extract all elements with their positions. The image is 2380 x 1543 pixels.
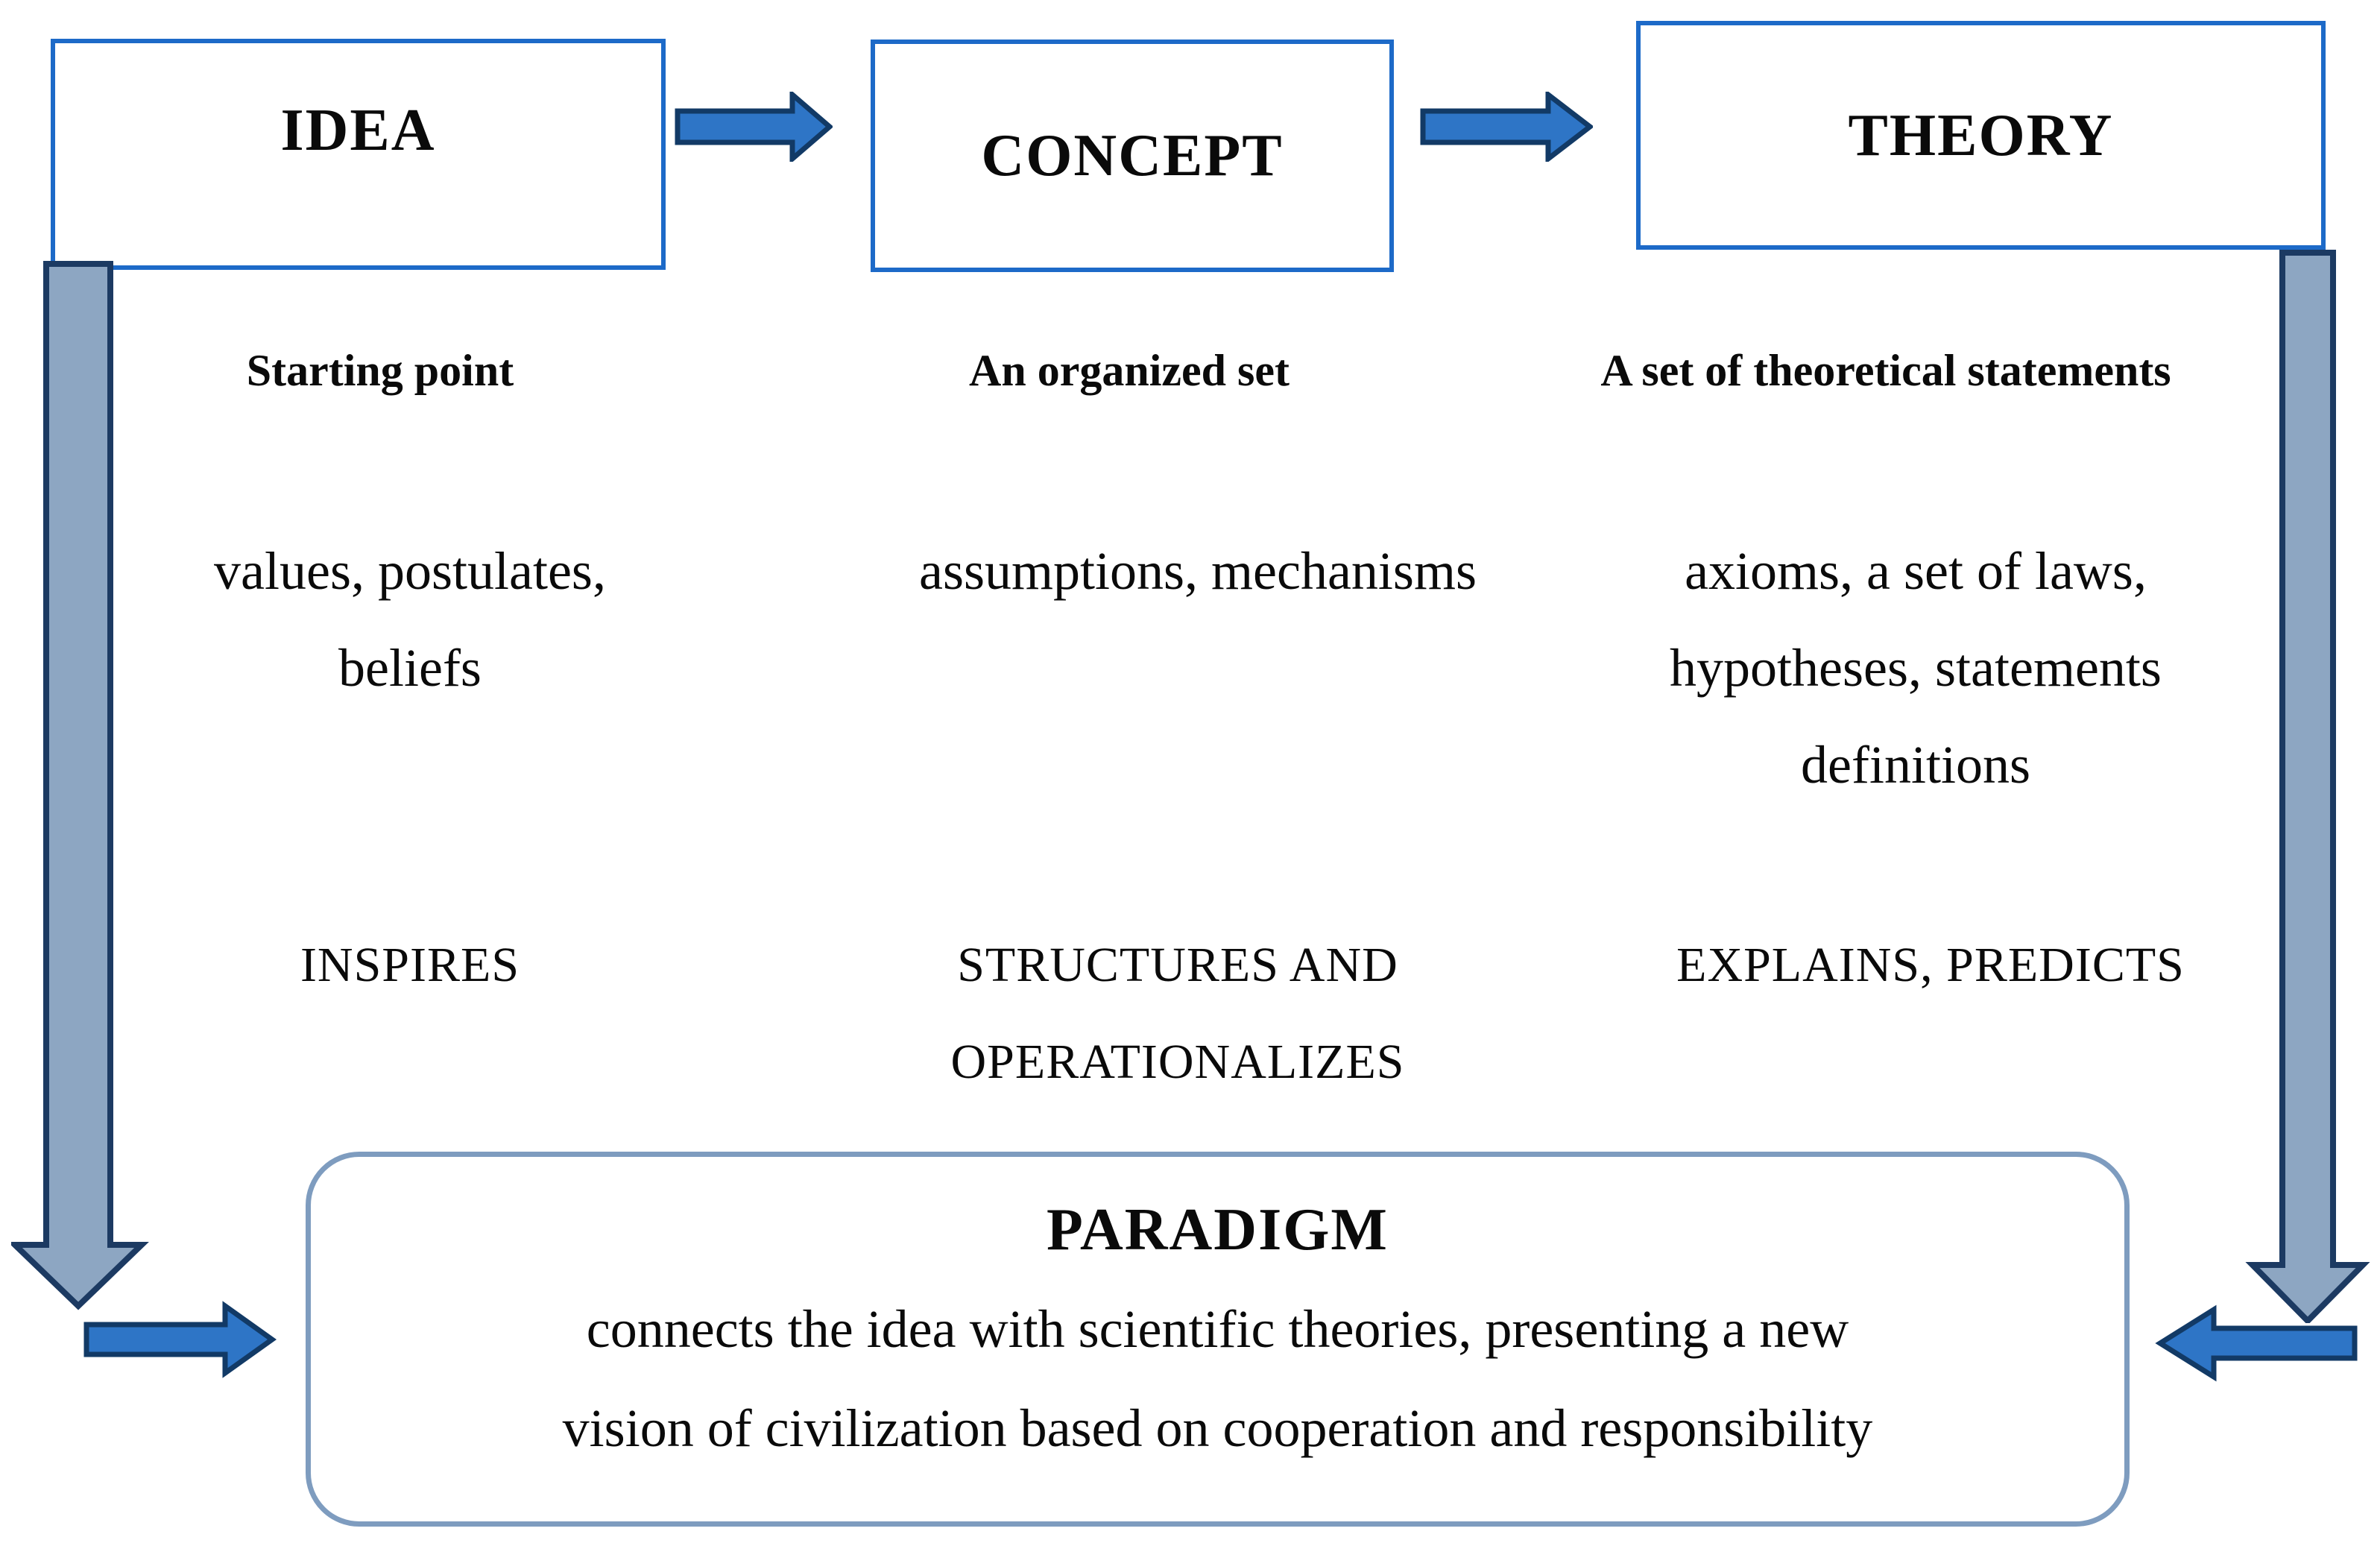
- concept-verb-line: OPERATIONALIZES: [950, 1035, 1405, 1089]
- theory-box: THEORY: [1636, 21, 2326, 250]
- idea-verb: INSPIRES: [75, 917, 745, 1014]
- theory-title: THEORY: [1848, 102, 2114, 168]
- paradigm-title: PARADIGM: [1047, 1197, 1389, 1263]
- theory-item-line: axioms, a set of laws,: [1685, 541, 2147, 601]
- paradigm-description-line: vision of civilization based on cooperat…: [562, 1398, 1873, 1458]
- theory-item-line: definitions: [1801, 735, 2030, 795]
- idea-verb-line: INSPIRES: [300, 938, 520, 992]
- paradigm-box: [306, 1152, 2130, 1527]
- concept-title: CONCEPT: [981, 123, 1284, 189]
- arrow-right-icon: [675, 92, 833, 162]
- idea-box: IDEA: [51, 39, 666, 270]
- concept-verb: STRUCTURES AND OPERATIONALIZES: [842, 917, 1513, 1111]
- theory-items: axioms, a set of laws, hypotheses, state…: [1543, 523, 2288, 813]
- theory-subtitle: A set of theoretical statements: [1600, 346, 2171, 395]
- paradigm-description-line: connects the idea with scientific theori…: [586, 1299, 1849, 1359]
- concept-item-line: assumptions, mechanisms: [919, 541, 1477, 601]
- arrow-down-icon: [2240, 250, 2380, 1323]
- concept-subtitle: An organized set: [969, 346, 1290, 395]
- theory-verb: EXPLAINS, PREDICTS: [1558, 917, 2303, 1014]
- concept-items: assumptions, mechanisms: [862, 523, 1533, 619]
- idea-item-line: values, postulates,: [214, 541, 606, 601]
- concept-verb-line: STRUCTURES AND: [957, 938, 1398, 992]
- concept-box: CONCEPT: [871, 40, 1394, 272]
- arrow-right-icon: [83, 1301, 277, 1379]
- theory-item-line: hypotheses, statements: [1670, 638, 2162, 698]
- idea-item-line: beliefs: [338, 638, 482, 698]
- arrow-right-icon: [1420, 92, 1593, 162]
- idea-items: values, postulates, beliefs: [75, 523, 745, 716]
- idea-title: IDEA: [280, 98, 436, 163]
- idea-subtitle: Starting point: [246, 346, 514, 395]
- theory-verb-line: EXPLAINS, PREDICTS: [1676, 938, 2185, 992]
- arrow-left-icon: [2153, 1304, 2358, 1383]
- arrow-down-icon: [11, 261, 153, 1312]
